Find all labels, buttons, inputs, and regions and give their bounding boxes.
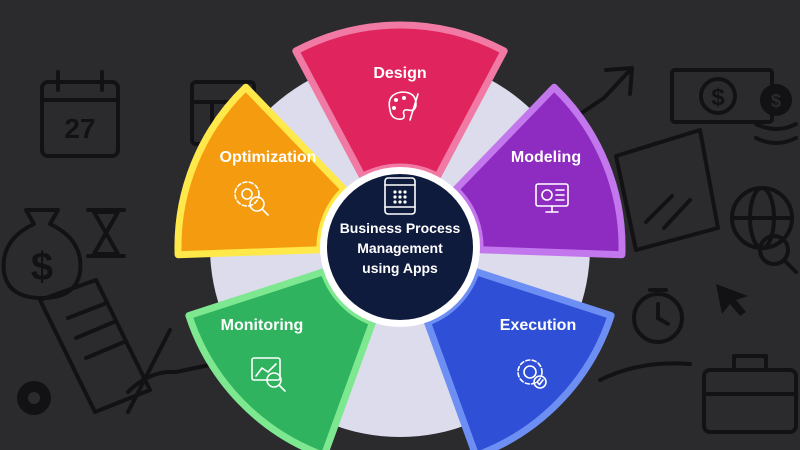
mobile-app-icon <box>384 177 416 215</box>
calendar-icon: 27 <box>40 70 120 158</box>
briefcase-icon <box>702 354 798 434</box>
center-title-line-2: Management <box>357 240 443 256</box>
cursor-icon <box>716 284 748 316</box>
segment-optimization: Optimization <box>174 83 348 259</box>
banknote-icon: $ <box>670 68 774 124</box>
center-hub: Business Process Management using Apps <box>320 167 480 327</box>
center-title-line-3: using Apps <box>362 260 438 276</box>
calendar-day: 27 <box>64 113 95 144</box>
segment-monitoring-label: Monitoring <box>221 317 304 334</box>
chart-magnifier-icon <box>251 357 286 392</box>
palette-icon <box>388 91 419 121</box>
segment-modeling-label: Modeling <box>511 149 581 166</box>
segment-modeling: Modeling <box>452 83 626 259</box>
segment-optimization-shape <box>174 83 348 259</box>
document-pen-icon <box>38 278 172 414</box>
coins-icon: $ <box>754 84 798 145</box>
stopwatch-icon <box>632 288 684 344</box>
svg-text:$: $ <box>771 91 781 111</box>
hand-icon <box>126 362 216 394</box>
gear-icon <box>17 381 51 415</box>
segment-optimization-label: Optimization <box>220 149 317 166</box>
gear-check-icon <box>517 359 547 389</box>
background-icons: 27 $ <box>1 66 798 434</box>
center-circle <box>327 174 473 320</box>
monitor-gear-icon <box>535 183 569 213</box>
center-title-line-1: Business Process <box>340 220 461 236</box>
segment-modeling-shape <box>452 83 626 259</box>
svg-text:$: $ <box>31 245 53 289</box>
chart-document-icon <box>614 128 720 252</box>
hourglass-icon <box>86 208 126 258</box>
hand-right-icon <box>598 361 692 382</box>
money-bag-icon: $ <box>1 208 83 300</box>
globe-icon <box>730 186 798 274</box>
gear-magnifier-icon <box>234 181 269 216</box>
segment-execution-label: Execution <box>500 317 576 334</box>
svg-text:$: $ <box>711 84 725 111</box>
segment-design-label: Design <box>373 65 426 82</box>
